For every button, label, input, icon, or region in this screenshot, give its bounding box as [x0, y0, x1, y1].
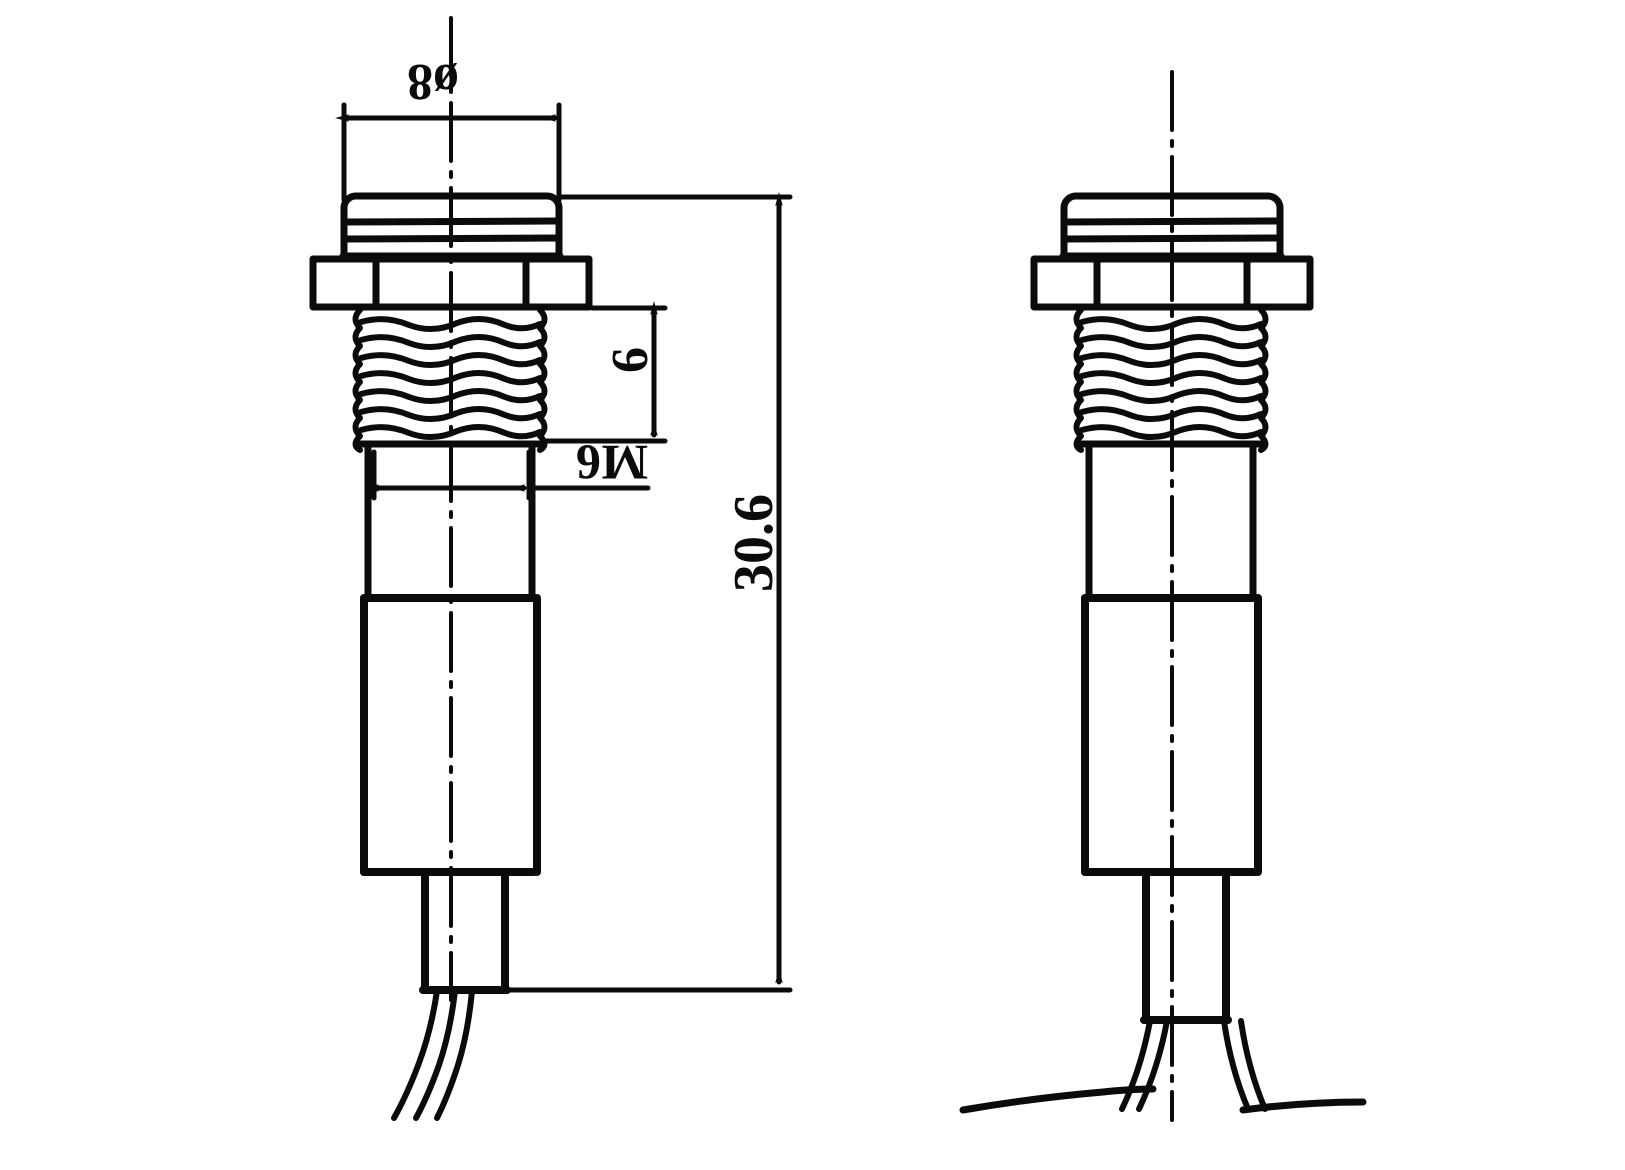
hex-nut-left [309, 255, 593, 311]
wire-neck-left [419, 868, 511, 994]
upper-barrel-left [364, 440, 536, 600]
threaded-shank-left [352, 307, 548, 453]
dimension-label-overall-length: 30.6 [723, 494, 785, 592]
dimension-label-thread-length: 6 [602, 347, 659, 373]
threaded-shank-right [1073, 307, 1269, 453]
wire-neck-right [1140, 868, 1232, 1024]
dimension-thread-spec [365, 449, 651, 501]
side-view [959, 70, 1367, 1122]
lead-wires-right [1119, 1018, 1268, 1112]
front-section-view [309, 16, 593, 1121]
dimension-head-diameter [335, 102, 562, 203]
dimension-overall-length [477, 192, 793, 993]
dimension-thread-length [543, 301, 668, 444]
lower-barrel-right [1081, 594, 1262, 876]
upper-barrel-right [1085, 440, 1257, 600]
break-line-right [959, 1085, 1367, 1114]
lead-wires-left [391, 988, 475, 1121]
dimension-label-thread-spec: M6 [576, 435, 648, 491]
dimension-label-head-diameter: ø8 [407, 53, 459, 110]
dimension-labels: ø8 6 M6 30.6 [407, 53, 785, 592]
hex-nut-right [1030, 255, 1314, 311]
